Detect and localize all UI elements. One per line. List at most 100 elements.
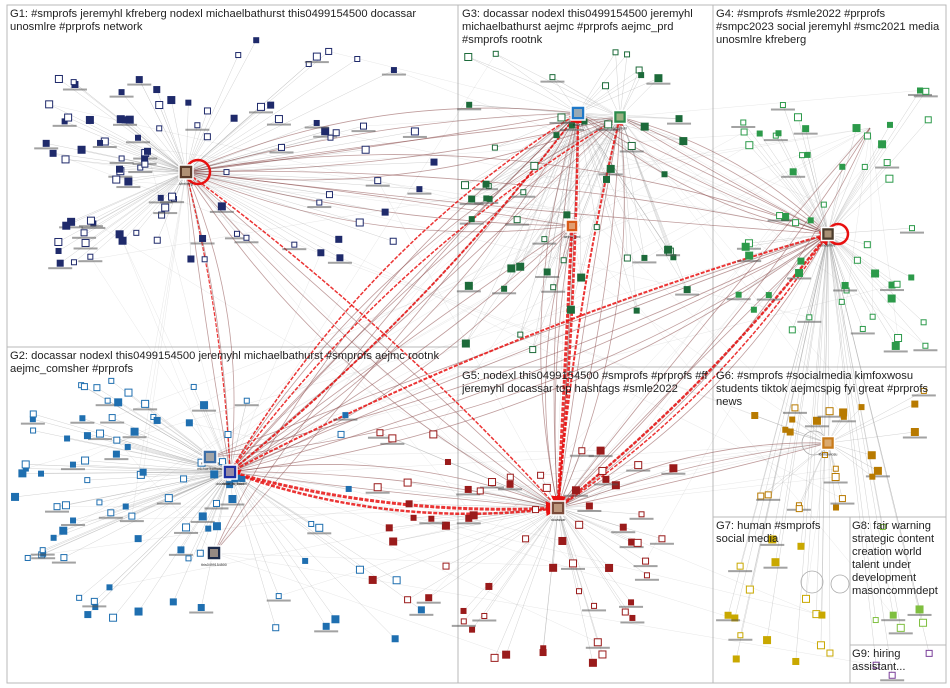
- vertex: [54, 504, 60, 510]
- edge: [620, 117, 679, 119]
- vertex-label-mark: [456, 493, 480, 495]
- vertex: [607, 165, 614, 172]
- vertex: [158, 195, 163, 200]
- hub-label-g2_hub_b: docassar_is_back: [216, 482, 245, 486]
- vertex: [115, 399, 122, 406]
- vertex: [60, 527, 67, 534]
- vertex: [12, 493, 19, 500]
- edge: [139, 472, 230, 612]
- vertex: [758, 493, 764, 499]
- vertex-label-mark: [48, 267, 72, 269]
- vertex: [558, 114, 565, 121]
- vertex: [507, 474, 513, 480]
- vertex-label-mark: [110, 96, 134, 98]
- hub-label-g3_hub_c: aejmc_prd: [564, 235, 581, 239]
- vertex: [916, 606, 923, 613]
- vertex: [57, 260, 63, 266]
- group-frame-g3: [458, 5, 713, 367]
- vertex-label-mark: [474, 202, 498, 204]
- vertex-label-mark: [314, 630, 338, 632]
- vertex: [431, 159, 437, 165]
- vertex-label-mark: [93, 146, 117, 148]
- vertex: [82, 457, 89, 464]
- vertex: [157, 126, 162, 131]
- vertex-label-mark: [763, 567, 787, 569]
- vertex: [492, 145, 497, 150]
- vertex: [579, 448, 585, 454]
- vertex: [356, 219, 363, 226]
- vertex: [418, 607, 424, 613]
- vertex: [564, 212, 570, 218]
- vertex: [170, 599, 176, 605]
- edge: [484, 508, 558, 616]
- vertex-label-mark: [511, 196, 535, 198]
- vertex: [279, 144, 285, 150]
- vertex: [603, 476, 609, 482]
- vertex: [81, 230, 87, 236]
- vertex-label-mark: [110, 162, 134, 164]
- vertex: [559, 537, 566, 544]
- vertex: [680, 138, 687, 145]
- vertex: [879, 141, 886, 148]
- vertex: [923, 343, 928, 348]
- hub-label-g5_hub: docassar: [551, 518, 566, 522]
- vertex: [625, 52, 630, 57]
- vertex: [642, 255, 647, 260]
- vertex: [813, 417, 820, 424]
- edge: [620, 54, 627, 117]
- vertex: [362, 146, 369, 153]
- vertex-label-mark: [498, 488, 522, 490]
- vertex: [507, 481, 513, 487]
- edge: [578, 78, 658, 113]
- vertex-label-mark: [235, 404, 259, 406]
- vertex-label-mark: [157, 503, 181, 505]
- vertex: [165, 495, 172, 502]
- edge: [90, 172, 186, 257]
- vertex: [597, 447, 604, 454]
- vertex: [892, 342, 899, 349]
- vertex: [465, 486, 471, 492]
- vertex: [572, 487, 579, 494]
- vertex: [465, 282, 472, 289]
- edge: [616, 52, 620, 117]
- vertex: [169, 193, 176, 200]
- vertex: [874, 467, 881, 474]
- vertex-label-mark: [191, 242, 215, 244]
- vertex: [909, 226, 914, 231]
- edge: [798, 117, 828, 234]
- vertex-label-mark: [128, 171, 152, 173]
- vertex: [443, 563, 449, 569]
- vertex: [746, 586, 753, 593]
- vertex: [78, 146, 85, 153]
- vertex: [523, 536, 529, 542]
- vertex: [742, 243, 749, 250]
- vertex: [493, 51, 498, 56]
- vertex: [736, 292, 741, 297]
- vertex: [317, 200, 322, 205]
- vertex: [122, 117, 128, 123]
- vertex: [589, 659, 596, 666]
- vertex: [406, 501, 412, 507]
- vertex-label-mark: [99, 517, 123, 519]
- vertex: [98, 140, 103, 145]
- vertex: [840, 164, 845, 169]
- vertex: [110, 614, 117, 621]
- vertex: [386, 525, 392, 531]
- vertex: [853, 125, 860, 132]
- vertex: [276, 594, 281, 599]
- vertex: [326, 48, 332, 54]
- vertex: [393, 577, 400, 584]
- vertex: [392, 636, 398, 642]
- vertex: [97, 430, 104, 437]
- edge: [828, 234, 892, 675]
- vertex-label-mark: [31, 554, 55, 556]
- vertex: [135, 135, 140, 140]
- vertex: [154, 87, 160, 93]
- vertex-label-mark: [781, 176, 805, 178]
- vertex: [390, 538, 397, 545]
- vertex-label-mark: [832, 420, 856, 422]
- edge: [828, 179, 889, 234]
- vertex: [790, 169, 796, 175]
- vertex: [125, 389, 132, 396]
- vertex: [134, 230, 139, 235]
